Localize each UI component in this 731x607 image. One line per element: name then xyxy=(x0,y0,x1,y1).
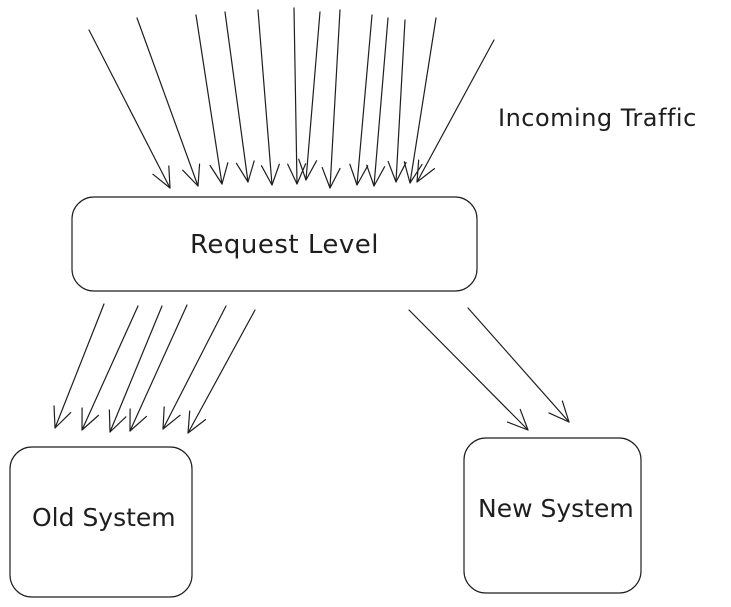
new-system-arrows xyxy=(408,307,570,431)
incoming-arrow xyxy=(287,7,307,185)
old-system-arrow xyxy=(108,305,163,433)
old-system-box xyxy=(9,446,193,598)
incoming-arrow xyxy=(416,39,495,183)
old-system-arrow xyxy=(81,305,139,431)
old-system-arrow xyxy=(129,304,188,432)
incoming-arrow xyxy=(195,14,229,185)
old-system-label: Old System xyxy=(32,503,176,532)
incoming-arrow xyxy=(136,17,201,187)
incoming-arrow xyxy=(257,9,280,186)
incoming-arrow xyxy=(321,9,341,189)
old-system-arrow xyxy=(187,309,256,434)
request-level-box xyxy=(71,196,478,292)
old-system-arrow xyxy=(162,305,227,430)
incoming-arrow xyxy=(403,17,437,184)
incoming-arrow xyxy=(224,11,255,183)
incoming-arrow xyxy=(88,29,171,189)
incoming-arrow xyxy=(366,17,389,187)
new-system-box xyxy=(463,437,642,594)
new-system-arrow xyxy=(467,307,570,423)
incoming-arrow xyxy=(349,14,373,186)
incoming-traffic-arrows xyxy=(88,7,495,189)
request-level-label: Request Level xyxy=(190,230,380,260)
new-system-label: New System xyxy=(478,494,634,523)
incoming-arrow xyxy=(298,11,321,181)
incoming-traffic-label: Incoming Traffic xyxy=(498,104,697,132)
old-system-arrow xyxy=(53,303,105,429)
new-system-arrow xyxy=(408,309,529,431)
old-system-arrows xyxy=(53,303,256,434)
incoming-arrow xyxy=(387,19,407,183)
